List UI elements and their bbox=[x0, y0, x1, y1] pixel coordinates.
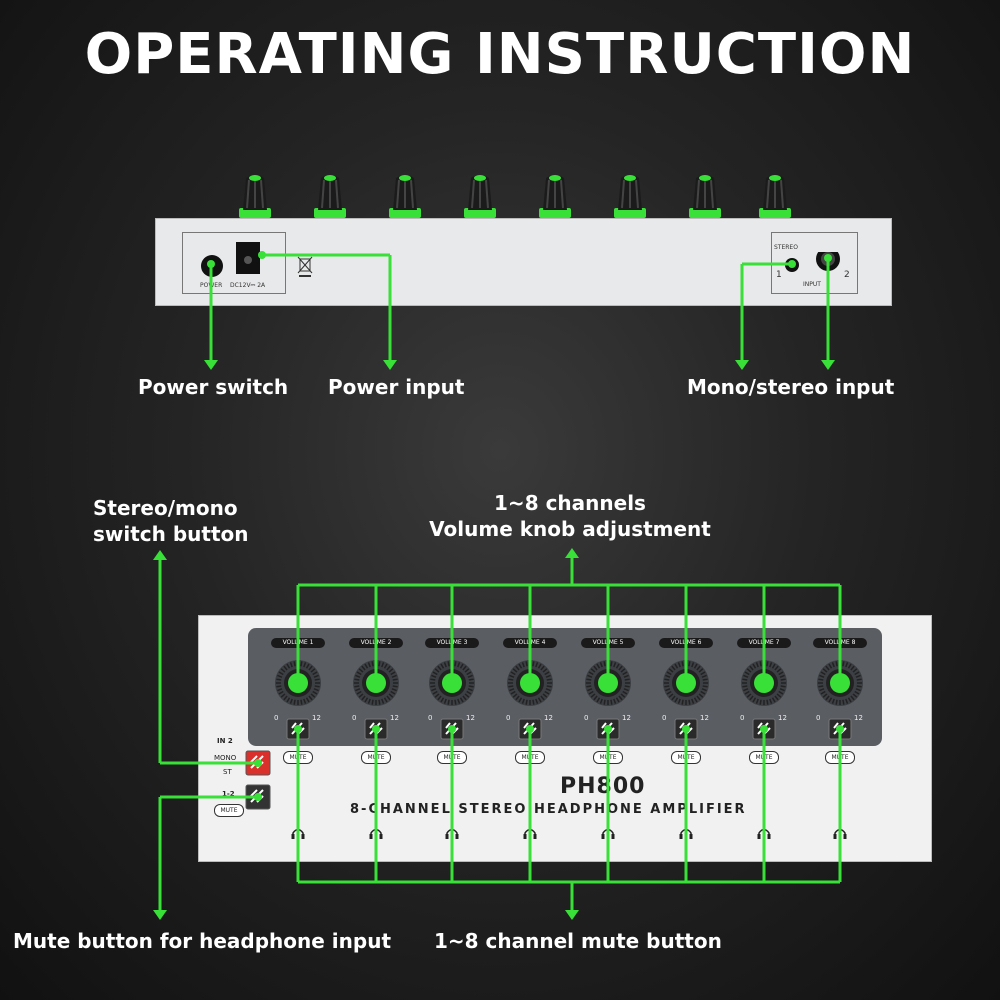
scale-min-2: 0 bbox=[352, 714, 357, 722]
callout-dot bbox=[788, 260, 796, 268]
scale-max-1: 12 bbox=[312, 714, 321, 722]
callout-arrowhead bbox=[821, 360, 835, 370]
callout-dot bbox=[604, 679, 612, 687]
callout-dot bbox=[824, 254, 832, 262]
page-title: OPERATING INSTRUCTION bbox=[84, 22, 916, 87]
callout-arrowhead bbox=[153, 910, 167, 920]
callout-dot bbox=[372, 679, 380, 687]
callout-arrowhead bbox=[565, 910, 579, 920]
callout-arrowhead bbox=[565, 548, 579, 558]
scale-min-6: 0 bbox=[662, 714, 667, 722]
scale-max-8: 12 bbox=[854, 714, 863, 722]
callout-dot bbox=[448, 725, 456, 733]
scale-min-4: 0 bbox=[506, 714, 511, 722]
callout-dot bbox=[760, 679, 768, 687]
scale-max-2: 12 bbox=[390, 714, 399, 722]
st-label: ST bbox=[223, 768, 232, 776]
callout-dot bbox=[207, 260, 215, 268]
top-knob bbox=[539, 175, 571, 218]
callout-dot bbox=[682, 679, 690, 687]
label-stereo-mono-line2: switch button bbox=[93, 522, 249, 546]
label-channels-line1: 1~8 channels bbox=[494, 491, 646, 515]
label-mono-stereo-input: Mono/stereo input bbox=[687, 375, 895, 399]
scale-max-6: 12 bbox=[700, 714, 709, 722]
callout-dot bbox=[258, 251, 266, 259]
callout-dot bbox=[294, 725, 302, 733]
top-knob bbox=[759, 175, 791, 218]
scale-max-5: 12 bbox=[622, 714, 631, 722]
callout-arrowhead bbox=[153, 550, 167, 560]
label-mute-headphone: Mute button for headphone input bbox=[13, 929, 391, 953]
callout-arrowhead bbox=[735, 360, 749, 370]
label-power-input: Power input bbox=[328, 375, 465, 399]
top-knob bbox=[389, 175, 421, 218]
scale-max-3: 12 bbox=[466, 714, 475, 722]
scale-min-5: 0 bbox=[584, 714, 589, 722]
scale-min-3: 0 bbox=[428, 714, 433, 722]
label-stereo-mono-line1: Stereo/mono bbox=[93, 496, 238, 520]
input-text: INPUT bbox=[803, 281, 821, 288]
callout-dot bbox=[682, 725, 690, 733]
top-knob bbox=[689, 175, 721, 218]
callout-dot bbox=[372, 725, 380, 733]
product-subtitle: 8-CHANNEL STEREO HEADPHONE AMPLIFIER bbox=[350, 802, 747, 817]
callout-dot bbox=[526, 725, 534, 733]
callout-arrowhead bbox=[204, 360, 218, 370]
in1-label: 1-2 bbox=[222, 790, 235, 798]
callout-dot bbox=[254, 759, 262, 767]
jack1-number: 1 bbox=[776, 270, 782, 280]
callout-dot bbox=[294, 679, 302, 687]
callout-dot bbox=[836, 679, 844, 687]
callout-dot bbox=[254, 793, 262, 801]
top-knob bbox=[614, 175, 646, 218]
callout-dot bbox=[760, 725, 768, 733]
mono-label: MONO bbox=[214, 754, 237, 762]
dc-text: DC12V⎓ 2A bbox=[230, 282, 266, 289]
model-name: PH800 bbox=[560, 774, 646, 799]
scale-min-1: 0 bbox=[274, 714, 279, 722]
scale-min-7: 0 bbox=[740, 714, 745, 722]
callout-dot bbox=[604, 725, 612, 733]
top-knob bbox=[314, 175, 346, 218]
top-knob bbox=[239, 175, 271, 218]
stereo-text: STEREO bbox=[774, 244, 798, 251]
callout-dot bbox=[448, 679, 456, 687]
jack2-number: 2 bbox=[844, 270, 850, 280]
input-jacks bbox=[785, 252, 840, 272]
label-channels-line2: Volume knob adjustment bbox=[429, 517, 711, 541]
label-channel-mute: 1~8 channel mute button bbox=[434, 929, 722, 953]
weee-icon bbox=[297, 256, 313, 277]
scale-max-4: 12 bbox=[544, 714, 553, 722]
headphone-input-mute-tag: MUTE bbox=[214, 804, 244, 817]
scale-max-7: 12 bbox=[778, 714, 787, 722]
callout-dot bbox=[836, 725, 844, 733]
callout-arrowhead bbox=[383, 360, 397, 370]
callout-dot bbox=[526, 679, 534, 687]
scale-min-8: 0 bbox=[816, 714, 821, 722]
top-knob bbox=[464, 175, 496, 218]
in2-label: IN 2 bbox=[217, 737, 233, 745]
label-power-switch: Power switch bbox=[138, 375, 289, 399]
power-section-inset bbox=[182, 232, 286, 294]
dc-jack bbox=[236, 242, 260, 274]
